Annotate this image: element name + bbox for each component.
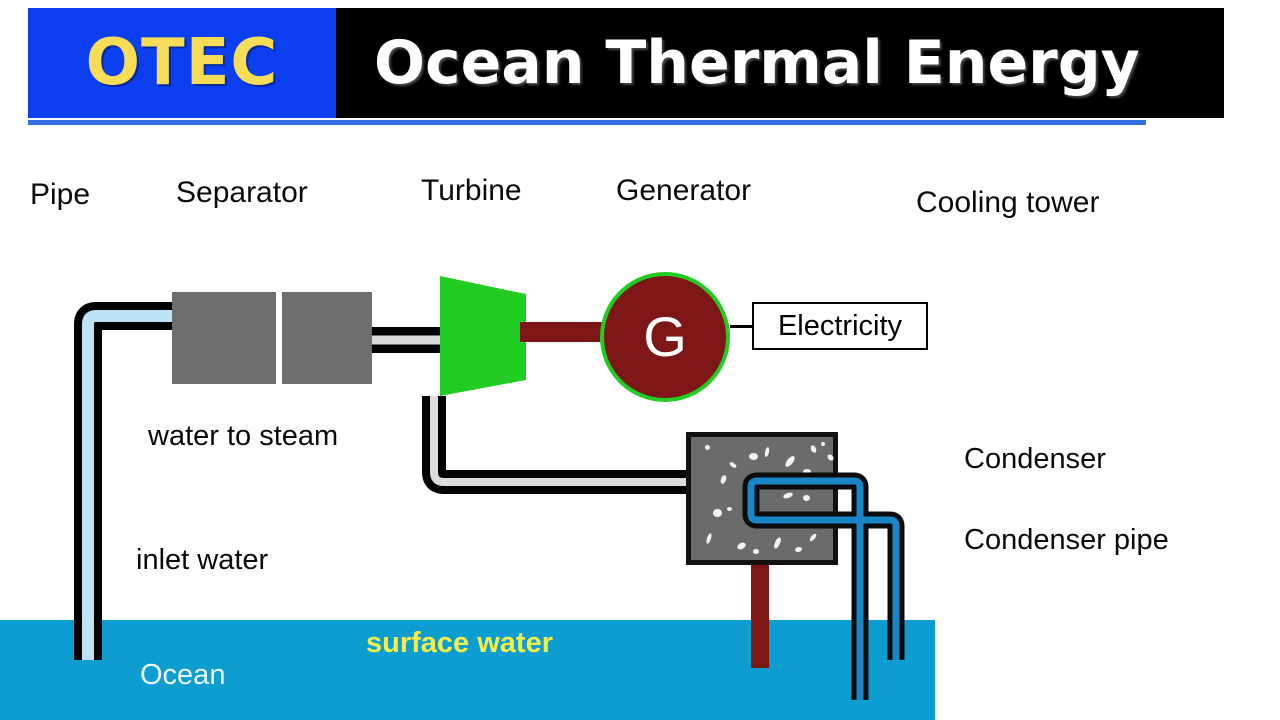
condenser-texture-speck	[803, 495, 810, 501]
electricity-output-box: Electricity	[752, 302, 928, 350]
ocean-body	[0, 620, 935, 720]
otec-badge-text: OTEC	[85, 26, 279, 100]
label-pipe: Pipe	[30, 178, 91, 211]
label-surface-water: surface water	[366, 627, 553, 659]
inlet-water-pipe	[74, 302, 186, 660]
condenser-texture-speck	[705, 445, 710, 450]
label-water-to-steam: water to steam	[148, 420, 339, 452]
label-separator: Separator	[176, 176, 308, 209]
condenser-texture-speck	[821, 442, 825, 446]
label-inlet-water: inlet water	[136, 544, 269, 576]
condenser-texture-speck	[727, 507, 732, 511]
label-condenser-pipe: Condenser pipe	[964, 524, 1169, 556]
label-turbine: Turbine	[421, 174, 522, 207]
electricity-label: Electricity	[777, 309, 903, 342]
label-generator: Generator	[616, 174, 752, 207]
otec-badge: OTEC	[28, 8, 336, 118]
turbine-body	[440, 276, 526, 396]
condenser-texture-speck	[753, 549, 759, 554]
label-cooling-tower: Cooling tower	[916, 186, 1100, 219]
label-condenser: Condenser	[964, 443, 1106, 475]
label-ocean: Ocean	[140, 659, 226, 691]
condenser-unit	[686, 432, 838, 565]
header-banner: OTEC Ocean Thermal Energy	[0, 0, 1280, 140]
condenser-texture-speck	[803, 469, 811, 474]
condenser-texture-speck	[749, 453, 758, 460]
title-banner: Ocean Thermal Energy	[336, 8, 1224, 118]
electricity-lead-line	[730, 325, 758, 328]
generator-symbol: G	[643, 305, 687, 368]
page-title: Ocean Thermal Energy	[374, 28, 1140, 98]
condenser-drain-pipe	[751, 556, 769, 668]
condenser-texture-speck	[713, 509, 722, 517]
separator-chamber-right	[282, 292, 372, 384]
turbine-exhaust-pipe	[422, 396, 700, 494]
separator-chamber-left	[172, 292, 276, 384]
condenser-cooling-pipe	[742, 472, 905, 700]
turbine-generator-shaft	[520, 322, 614, 342]
banner-underline	[28, 120, 1146, 125]
generator-unit: G	[600, 272, 730, 402]
